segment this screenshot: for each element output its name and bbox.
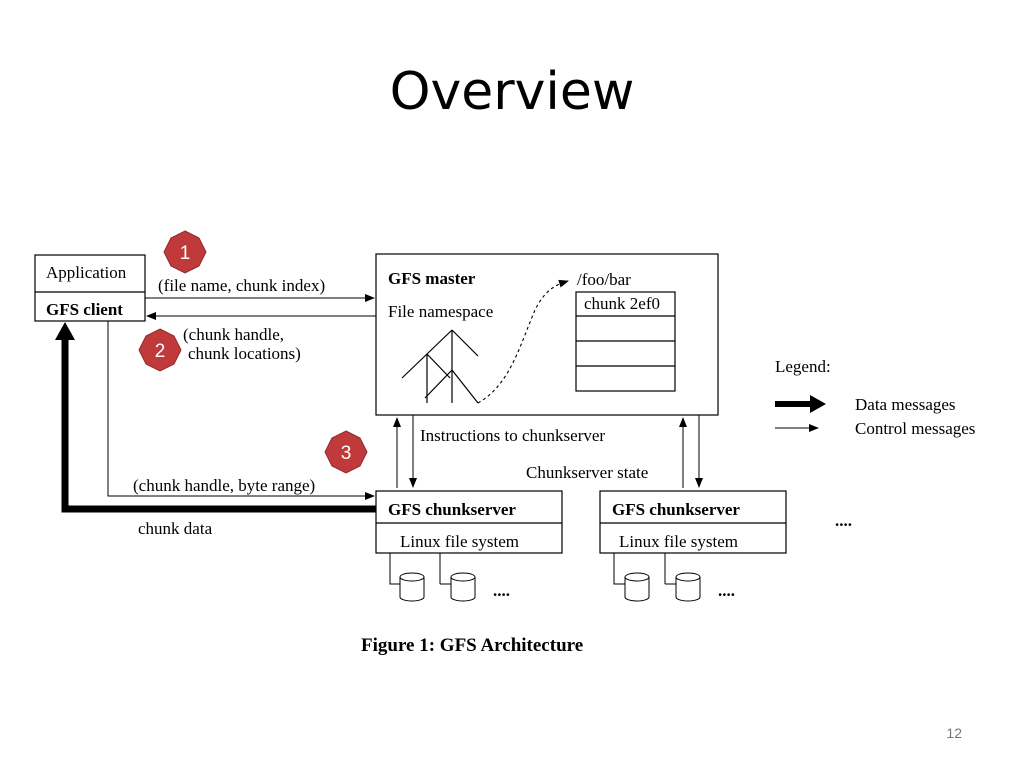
disk-ellipsis: .... [718, 581, 735, 600]
chunk-data-label: chunk data [138, 519, 213, 538]
chunkserver-1-fs: Linux file system [400, 532, 519, 551]
chunk-entry: chunk 2ef0 [584, 294, 660, 313]
application-client-box: Application GFS client [34, 254, 146, 322]
disk-icon [450, 572, 476, 602]
legend-title: Legend: [775, 357, 831, 376]
chunk-data-arrow [55, 322, 376, 513]
gfs-client-label: GFS client [46, 300, 123, 319]
figure-caption: Figure 1: GFS Architecture [361, 635, 583, 656]
data-message-arrow-icon [810, 395, 826, 413]
reply-message-line1: (chunk handle, [183, 325, 284, 344]
gfs-master-label: GFS master [388, 269, 476, 288]
read-request-message: (chunk handle, byte range) [133, 476, 315, 495]
step-number: 2 [155, 341, 166, 362]
path-label: /foo/bar [577, 270, 631, 289]
read-request-arrow [107, 321, 375, 500]
disk-icon [399, 572, 425, 602]
namespace-tree-icon [401, 329, 479, 404]
gfs-master-box: GFS master File namespace /foo/bar chunk… [375, 253, 719, 416]
step-badge-1: 1 [163, 230, 207, 274]
namespace-link-arrow [477, 279, 569, 404]
chunkserver-2-fs: Linux file system [619, 532, 738, 551]
application-label: Application [46, 263, 127, 282]
step-badge-2: 2 [138, 328, 182, 372]
legend-control-messages: Control messages [855, 419, 975, 438]
disk-ellipsis: .... [493, 581, 510, 600]
reply-message-line2: chunk locations) [188, 344, 301, 363]
page-number: 12 [946, 725, 962, 741]
legend: Legend: Data messages Control messages [775, 357, 975, 438]
step-badge-3: 3 [324, 430, 368, 474]
disk-icon [624, 572, 650, 602]
slide-title: Overview [389, 62, 635, 122]
chunkserver-1: GFS chunkserver Linux file system .... [375, 490, 563, 602]
chunkserver-state-label: Chunkserver state [526, 463, 648, 482]
step-number: 1 [180, 243, 191, 264]
file-namespace-label: File namespace [388, 302, 493, 321]
chunkserver-2: GFS chunkserver Linux file system .... [599, 490, 787, 602]
chunkserver-1-name: GFS chunkserver [388, 500, 516, 519]
legend-data-messages: Data messages [855, 395, 956, 414]
chunk-table: chunk 2ef0 [575, 291, 676, 392]
request-message: (file name, chunk index) [158, 276, 325, 295]
instructions-label: Instructions to chunkserver [420, 426, 605, 445]
step-number: 3 [341, 443, 352, 464]
chunkserver-2-name: GFS chunkserver [612, 500, 740, 519]
disk-icon [675, 572, 701, 602]
chunkserver-ellipsis: .... [835, 511, 852, 530]
